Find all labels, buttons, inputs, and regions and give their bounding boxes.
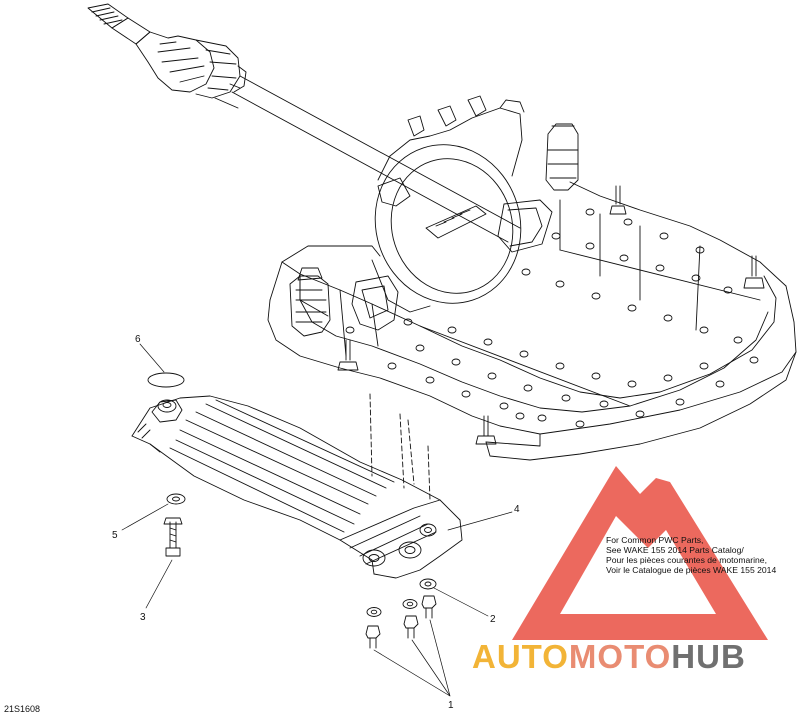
note-line: Voir le Catalogue de pièces WAKE 155 201… bbox=[606, 565, 777, 575]
plate-bolt-pattern bbox=[345, 208, 759, 428]
washer-part-2c bbox=[366, 607, 382, 617]
watermark-logo: AUTOMOTOHUB bbox=[472, 640, 746, 674]
drive-shaft bbox=[87, 3, 521, 243]
note-line: Pour les pièces courantes de motomarine, bbox=[606, 555, 767, 565]
logo-word-hub: HUB bbox=[671, 638, 746, 675]
cap-part-6 bbox=[147, 372, 185, 388]
callout-3: 3 bbox=[140, 612, 146, 623]
washer-part-5 bbox=[166, 493, 186, 505]
leader-lines bbox=[121, 343, 513, 697]
logo-word-auto: AUTO bbox=[472, 638, 569, 675]
callout-4: 4 bbox=[514, 504, 520, 515]
washer-part-2a bbox=[419, 578, 437, 590]
pump-housing bbox=[351, 95, 553, 331]
note-line: For Common PWC Parts, bbox=[606, 535, 704, 545]
screw-part-1c bbox=[365, 625, 381, 649]
watermark-triangle-icon bbox=[512, 466, 768, 640]
hardware bbox=[147, 372, 437, 649]
alignment-lines bbox=[369, 393, 431, 501]
ride-plate-housing bbox=[267, 123, 797, 461]
callout-2: 2 bbox=[490, 614, 496, 625]
logo-word-moto: MOTO bbox=[568, 638, 672, 675]
washer-part-2b bbox=[402, 599, 418, 609]
diagram-id-label: 21S1608 bbox=[4, 704, 41, 714]
note-line: See WAKE 155 2014 Parts Catalog/ bbox=[606, 545, 744, 555]
callout-5: 5 bbox=[112, 530, 118, 541]
ride-plate bbox=[131, 395, 463, 579]
catalog-note: For Common PWC Parts, See WAKE 155 2014 … bbox=[606, 535, 798, 575]
bolt-part-3 bbox=[163, 517, 183, 557]
callout-1: 1 bbox=[448, 700, 454, 711]
screw-part-1a bbox=[421, 595, 437, 619]
screw-part-1b bbox=[403, 615, 419, 639]
callout-6: 6 bbox=[135, 334, 141, 345]
